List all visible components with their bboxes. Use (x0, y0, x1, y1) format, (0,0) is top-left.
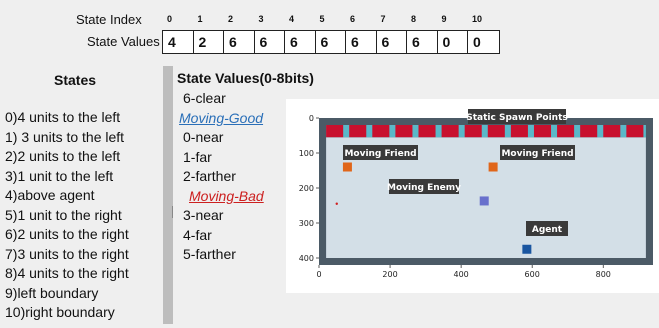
state-value-cell-0: 4 (163, 31, 194, 53)
y-tick-label: 0 (309, 114, 314, 123)
state-index-6: 6 (350, 14, 356, 24)
friend-right-label: Moving Friend (501, 149, 573, 159)
agent-marker (522, 244, 532, 254)
state-index-label: State Index (76, 12, 142, 27)
state-item-5: 5)1 unit to the right (5, 206, 122, 223)
spawn-point (441, 125, 459, 138)
good-item-far: 1-far (183, 148, 212, 165)
state-index-3: 3 (258, 14, 264, 24)
moving-good-heading: Moving-Good (179, 109, 264, 126)
state-index-2: 2 (228, 14, 234, 24)
states-title: States (54, 72, 97, 88)
friend-right-label-bg (500, 145, 575, 160)
state-value-cell-9: 0 (438, 31, 468, 53)
state-item-7: 7)3 units to the right (5, 245, 129, 262)
state-value-cell-2: 6 (224, 31, 255, 53)
state-value-cell-1: 2 (194, 31, 224, 53)
state-index-1: 1 (197, 14, 203, 24)
x-tick-label: 200 (382, 270, 397, 279)
moving-bad-heading: Moving-Bad (189, 187, 264, 204)
good-item-farther: 2-farther (183, 168, 236, 184)
state-value-cell-7: 6 (377, 31, 407, 53)
clear-value: 6-clear (183, 90, 226, 106)
y-tick-label: 100 (299, 149, 314, 158)
state-values-label: State Values (87, 34, 160, 49)
x-tick-label: 0 (316, 270, 321, 279)
state-value-cell-4: 6 (285, 31, 316, 53)
bad-item-near: 3-near (183, 207, 224, 223)
spawn-label: Static Spawn Points (466, 113, 568, 123)
state-index-7: 7 (380, 14, 386, 24)
state-item-0: 0)4 units to the left (5, 109, 121, 125)
spawn-point (326, 125, 344, 138)
spawn-point (510, 125, 528, 138)
agent-label-bg (526, 221, 568, 236)
enemy-label: Moving Enemy (387, 183, 461, 193)
spawn-point (626, 125, 644, 138)
spawn-point (603, 125, 621, 138)
states-list: 0)4 units to the left 1) 3 units to the l… (5, 108, 129, 323)
state-item-8: 8)4 units to the right (5, 265, 129, 281)
state-index-9: 9 (441, 14, 447, 24)
x-tick-label: 800 (596, 270, 611, 279)
state-value-cell-6: 6 (346, 31, 377, 53)
spawn-point (418, 125, 436, 138)
agent-label: Agent (532, 225, 563, 235)
spawn-point (349, 125, 367, 138)
state-index-4: 4 (289, 14, 295, 24)
bad-item-farther: 5-farther (183, 246, 236, 262)
state-index-8: 8 (411, 14, 417, 24)
state-value-cell-8: 6 (407, 31, 438, 53)
enemy-label-bg (389, 179, 459, 194)
state-value-cell-3: 6 (255, 31, 285, 53)
state-item-2: 2)2 units to the left (5, 148, 121, 164)
state-item-3: 3)1 unit to the left (5, 167, 114, 184)
state-item-4: 4)above agent (5, 187, 95, 203)
friend-left-label-bg (343, 145, 418, 160)
state-values-list: 6-clear Moving-Good 0-near 1-far 2-farth… (179, 89, 264, 265)
y-tick-label: 300 (299, 219, 314, 228)
spawn-point (464, 125, 482, 138)
state-value-cell-10: 0 (473, 34, 481, 50)
bad-item-far: 4-far (183, 226, 212, 243)
enemy-marker (479, 196, 489, 206)
x-tick-label: 400 (453, 270, 468, 279)
good-item-near: 0-near (183, 129, 224, 145)
spawn-point (395, 125, 413, 138)
spawn-point (533, 125, 552, 138)
friend-right-marker (488, 162, 498, 172)
state-index-5: 5 (319, 14, 325, 24)
divider-tick (172, 206, 173, 218)
spawn-point (372, 125, 390, 138)
friend-left-marker (342, 162, 352, 172)
spawn-point (487, 125, 505, 138)
spawn-label-bg (468, 109, 566, 124)
y-tick-label: 200 (299, 184, 314, 193)
spawn-point (580, 125, 598, 138)
state-item-10: 10)right boundary (5, 304, 115, 320)
friend-left-label: Moving Friend (344, 149, 416, 159)
stray-dot (335, 202, 338, 205)
x-tick-label: 600 (525, 270, 540, 279)
divider-bar (163, 66, 173, 324)
state-item-9: 9)left boundary (5, 284, 99, 301)
spawn-point (557, 125, 575, 138)
state-index-10: 10 (472, 14, 483, 24)
state-value-cell-5: 6 (316, 31, 346, 53)
state-item-1: 1) 3 units to the left (5, 128, 125, 145)
state-values-title: State Values(0-8bits) (177, 70, 314, 86)
state-item-6: 6)2 units to the right (5, 226, 129, 242)
state-index-0: 0 (167, 14, 173, 24)
y-tick-label: 400 (299, 254, 314, 263)
